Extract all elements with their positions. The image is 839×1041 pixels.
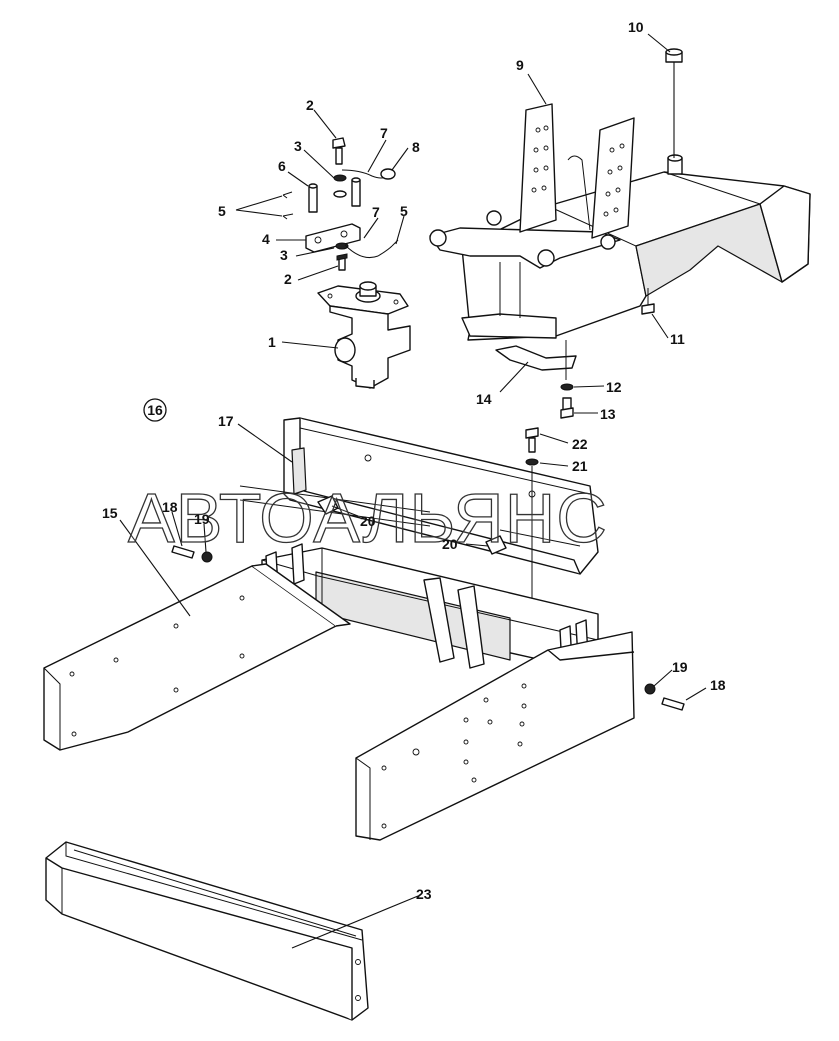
callout-11: 11 [670, 331, 685, 347]
callout-4: 4 [262, 231, 270, 247]
washer-part-12 [560, 383, 574, 391]
pin-part-6 [308, 177, 361, 213]
callout-8: 8 [412, 139, 420, 155]
callout-3: 3 [294, 138, 302, 154]
washer-part-3 [333, 174, 349, 250]
bolt-part-22 [525, 427, 539, 453]
callout-1: 1 [268, 334, 276, 350]
callout-7-lower: 7 [372, 204, 380, 220]
callout-5: 5 [218, 203, 226, 219]
watermark-text: АВТОАЛЬЯНС [128, 479, 608, 557]
callout-6: 6 [278, 158, 286, 174]
bracket-part-14 [495, 345, 577, 371]
group-number-badge: 16 [143, 398, 167, 422]
bolt-part-2 [332, 137, 348, 271]
post-part-9 [519, 103, 635, 239]
bolt-part-18 [171, 545, 685, 711]
weight-part-23 [45, 841, 369, 1021]
callout-9: 9 [516, 57, 524, 73]
callout-2-lower: 2 [284, 271, 292, 287]
group-number: 16 [147, 402, 163, 418]
callout-21: 21 [572, 458, 588, 474]
callout-3-lower: 3 [280, 247, 288, 263]
front-frame-assembly [429, 48, 811, 419]
leader-lines [119, 33, 707, 949]
callout-2: 2 [306, 97, 314, 113]
callout-20-lower: 20 [442, 536, 458, 552]
callout-23: 23 [416, 886, 432, 902]
callout-14: 14 [476, 391, 492, 407]
callout-20: 20 [360, 513, 376, 529]
bracket-plate-part-4 [305, 223, 361, 253]
nut-part-19 [201, 551, 213, 563]
callout-19-right: 19 [672, 659, 688, 675]
callout-19: 19 [194, 511, 210, 527]
bolt-part-13 [560, 397, 574, 419]
washer-part-21 [525, 458, 539, 466]
callout-10: 10 [628, 19, 644, 35]
callout-7: 7 [380, 125, 388, 141]
callout-5-lower: 5 [400, 203, 408, 219]
callout-22: 22 [572, 436, 588, 452]
callout-labels: 2 3 6 7 8 5 7 5 4 3 2 1 9 10 11 14 12 13… [102, 19, 726, 902]
valve-body-part-1 [317, 281, 411, 389]
callout-15: 15 [102, 505, 118, 521]
callout-12: 12 [606, 379, 622, 395]
callout-18: 18 [162, 499, 178, 515]
side-plate-right [355, 631, 635, 841]
knob-part-8 [380, 168, 396, 180]
callout-13: 13 [600, 406, 616, 422]
callout-17: 17 [218, 413, 234, 429]
ballast-bracket-assembly [43, 417, 685, 841]
bolt-part-11 [641, 288, 655, 315]
valve-assembly [282, 137, 411, 389]
side-plate-part-15 [43, 563, 351, 751]
callout-18-right: 18 [710, 677, 726, 693]
wire-part-7 [341, 168, 396, 259]
plate-part-17 [283, 417, 599, 575]
